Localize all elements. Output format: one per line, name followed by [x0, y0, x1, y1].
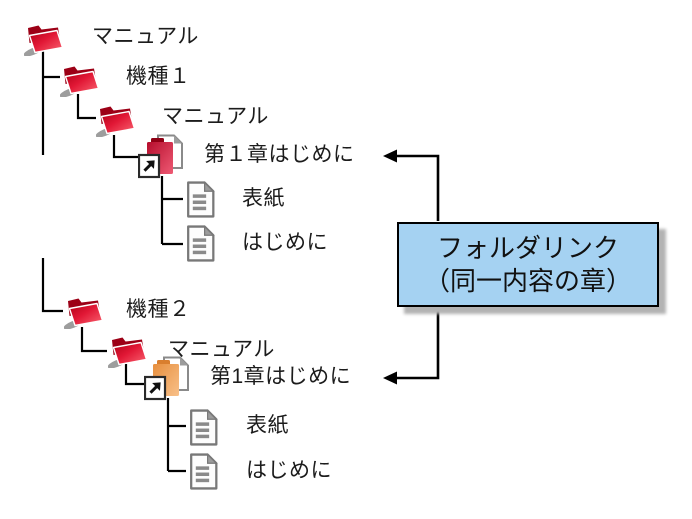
arrow-left-icon	[383, 371, 397, 385]
folder-icon	[108, 334, 148, 368]
tree-node-label-intro-model-2: はじめに	[246, 459, 332, 482]
tree-node-label-manual-model-1: マニュアル	[162, 105, 269, 128]
tree-node-label-cover-model-2: 表紙	[246, 414, 289, 437]
folder-icon	[96, 103, 136, 137]
tree-node-label-chapter-1-model-2: 第1章はじめに	[210, 365, 352, 388]
folder-link-callout-line2: （同一内容の章）	[423, 265, 632, 296]
tree-branch-lines	[41, 48, 186, 473]
chapter-link-icon-red	[138, 134, 188, 180]
tree-node-label-model-2: 機種２	[126, 298, 191, 321]
folder-link-callout-line1: フォルダリンク	[436, 232, 619, 263]
tree-node-label-manual-root: マニュアル	[92, 25, 199, 48]
tree-node-label-manual-model-2: マニュアル	[168, 338, 275, 361]
tree-node-label-intro-model-1: はじめに	[242, 231, 328, 254]
folder-icon	[24, 22, 64, 56]
arrow-left-icon	[383, 149, 397, 163]
document-icon	[184, 224, 217, 263]
tree-node-label-chapter-1-model-1: 第１章はじめに	[204, 143, 355, 166]
tree-node-label-cover-model-1: 表紙	[242, 187, 285, 210]
folder-icon	[60, 63, 100, 97]
folder-link-arrow-bottom	[383, 308, 440, 385]
folder-link-arrow-top	[383, 149, 440, 221]
tree-node-label-model-1: 機種１	[126, 65, 191, 88]
document-icon	[187, 452, 220, 491]
document-icon	[184, 180, 217, 219]
folder-link-callout: フォルダリンク （同一内容の章）	[397, 222, 659, 307]
folder-icon	[64, 295, 104, 329]
document-icon	[187, 408, 220, 447]
